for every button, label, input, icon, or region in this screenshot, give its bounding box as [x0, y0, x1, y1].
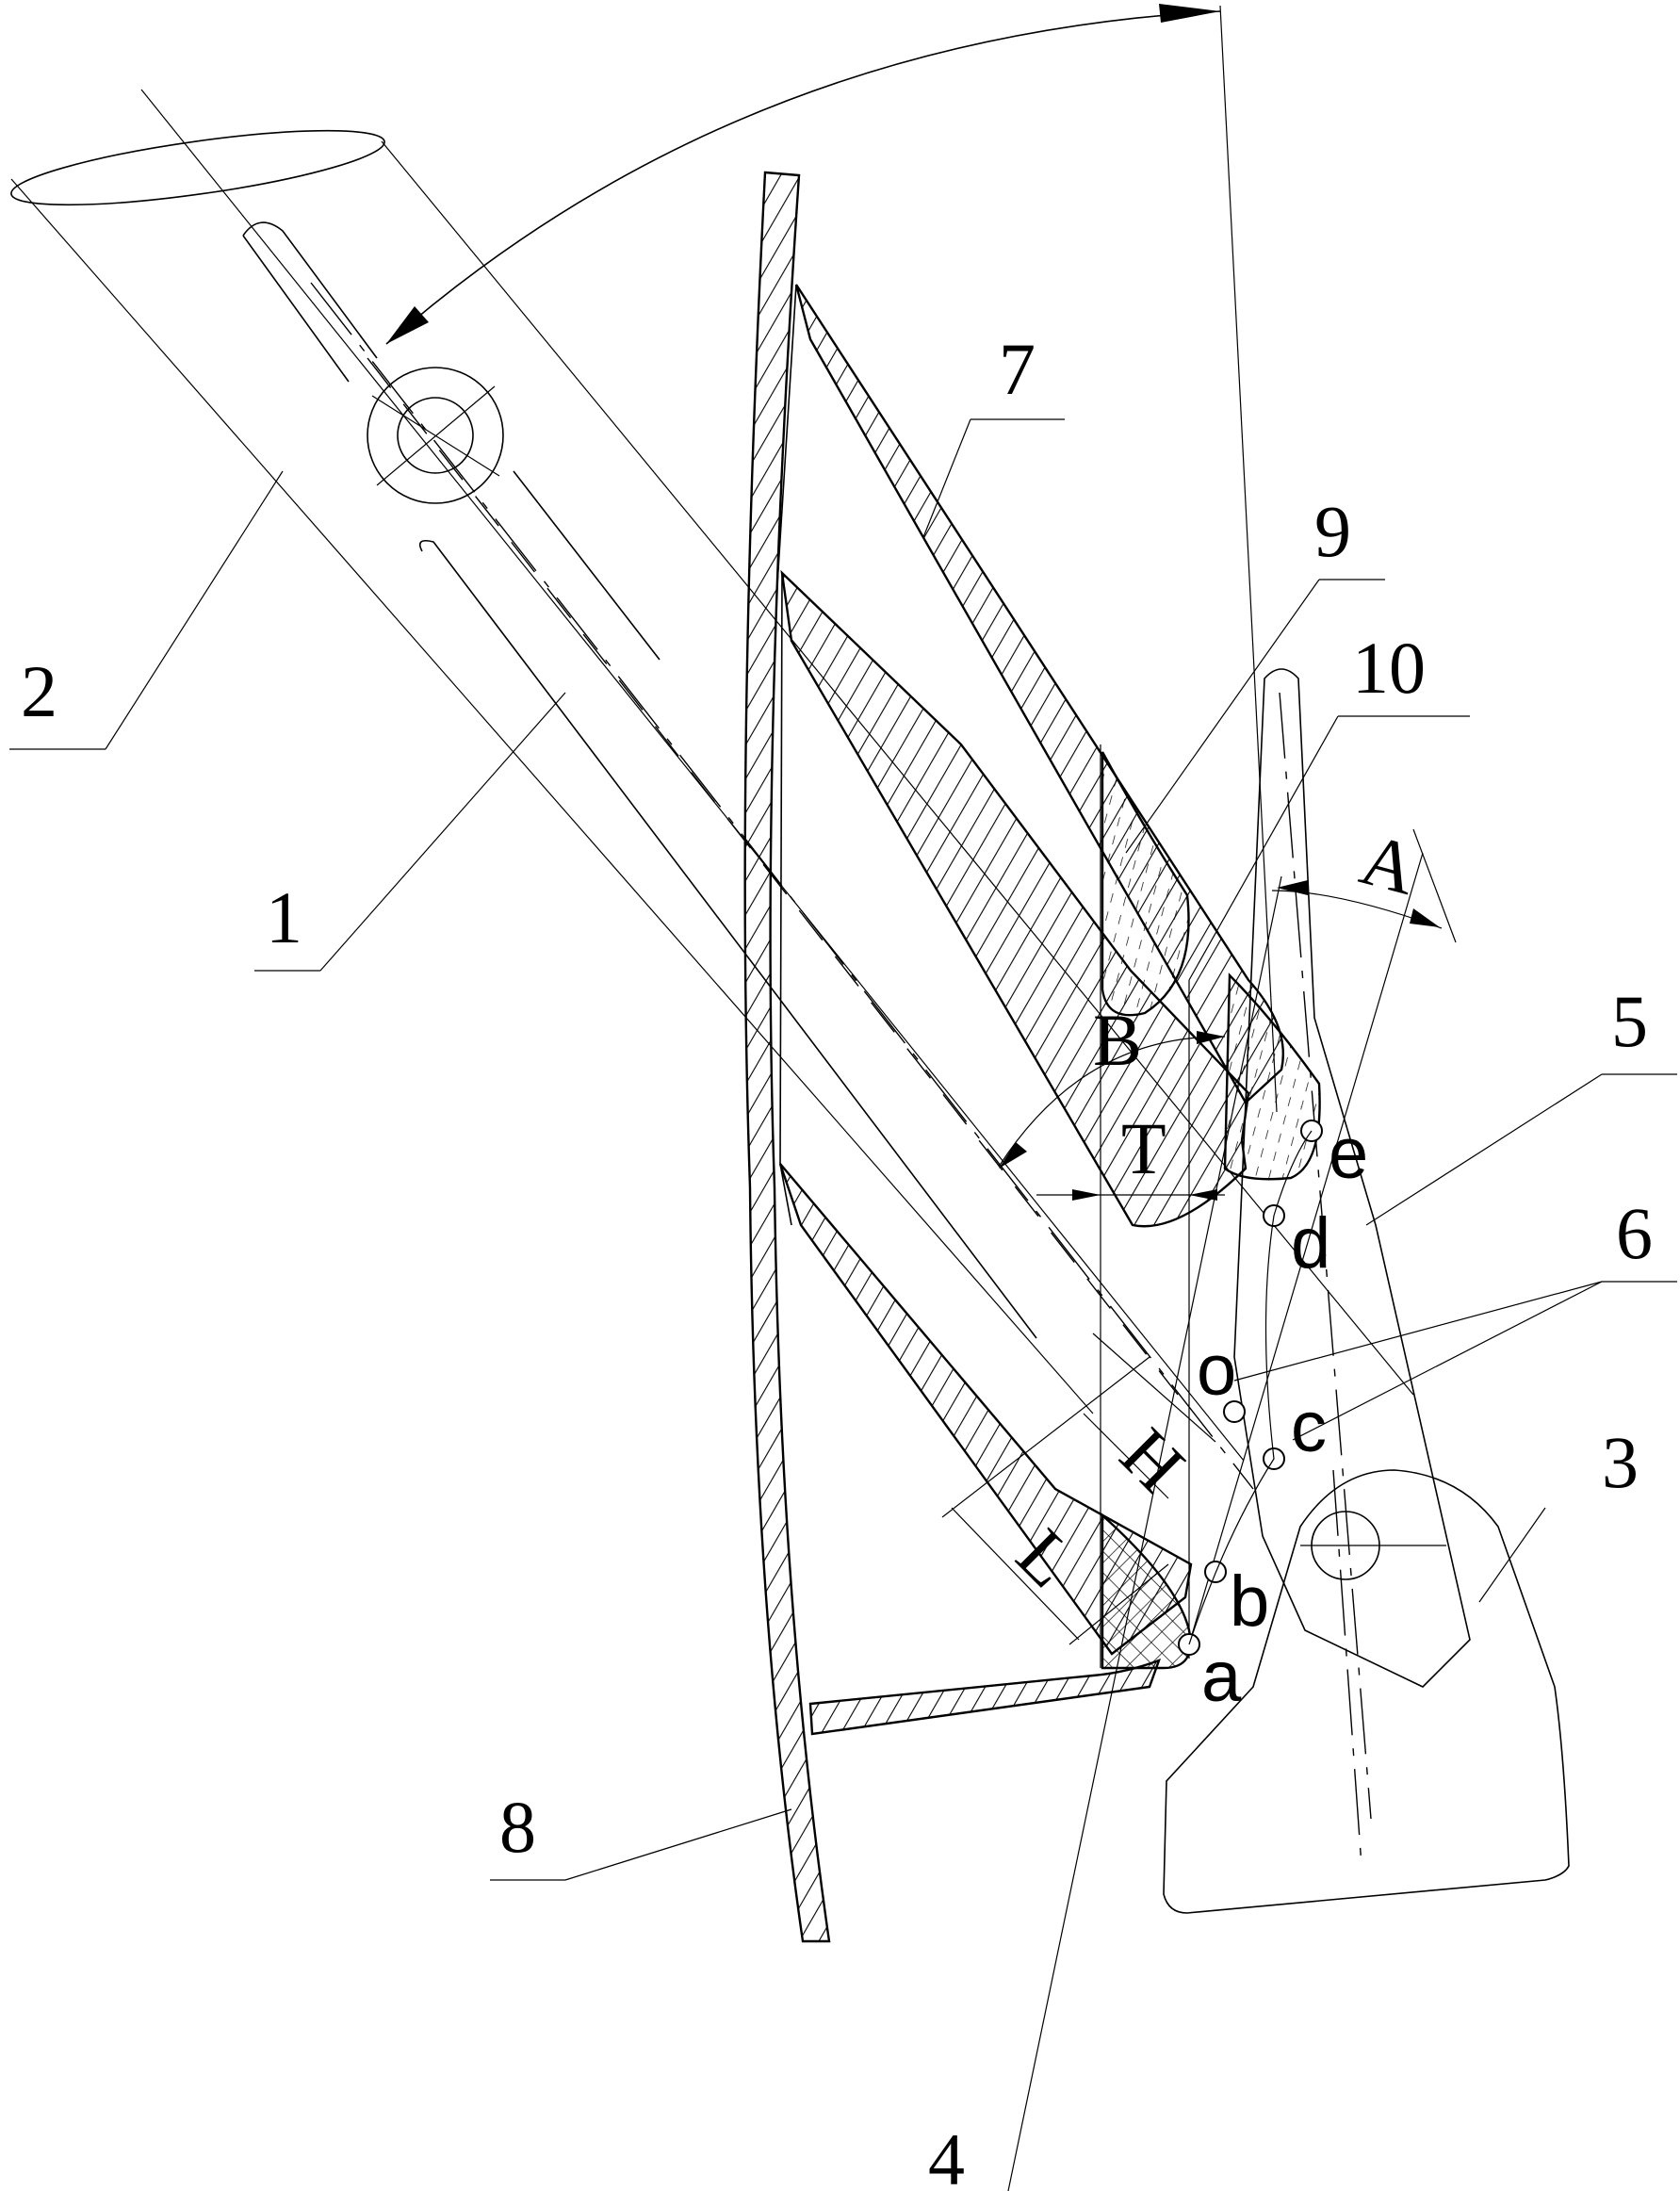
l-dim — [941, 1356, 1169, 1645]
label-angle-b: B — [1093, 999, 1142, 1081]
label-part-10: 10 — [1352, 627, 1426, 709]
label-angle-a: A — [1353, 817, 1426, 910]
angle-b-dim — [998, 1031, 1226, 1169]
part-9-seal — [1101, 751, 1190, 1017]
label-part-8: 8 — [499, 1786, 536, 1868]
label-part-5: 5 — [1611, 980, 1648, 1062]
label-height-h: H — [1105, 1413, 1200, 1508]
label-point-c: c — [1291, 1387, 1327, 1467]
part-1-shaft — [310, 282, 1254, 1490]
part-7-blades — [776, 284, 1285, 1656]
points — [1178, 1120, 1323, 1656]
label-part-3: 3 — [1602, 1421, 1639, 1503]
label-part-1: 1 — [266, 876, 302, 958]
point-o-marker — [1223, 1400, 1246, 1423]
part-4-line — [1007, 852, 1424, 2191]
label-width-t: T — [1121, 1107, 1166, 1189]
label-part-6: 6 — [1616, 1192, 1653, 1274]
label-part-4: 4 — [928, 2118, 965, 2191]
label-point-a: a — [1201, 1637, 1242, 1717]
label-part-9: 9 — [1314, 490, 1351, 572]
part-8-frame-wall — [743, 171, 1161, 1943]
leader-lines — [9, 418, 1677, 1881]
label-point-d: d — [1291, 1203, 1330, 1284]
label-part-7: 7 — [999, 328, 1036, 410]
part-3-counterweight — [1163, 1469, 1570, 1914]
h-dim — [1083, 1333, 1216, 1499]
rotation-arc — [385, 4, 1278, 1113]
label-point-b: b — [1230, 1561, 1269, 1642]
label-point-o: o — [1197, 1331, 1236, 1411]
label-point-e: e — [1329, 1114, 1368, 1194]
label-part-2: 2 — [21, 650, 57, 732]
angle-a-dim — [1271, 828, 1457, 943]
part-5-lever — [1233, 668, 1471, 1820]
t-dim — [1036, 1189, 1225, 1201]
